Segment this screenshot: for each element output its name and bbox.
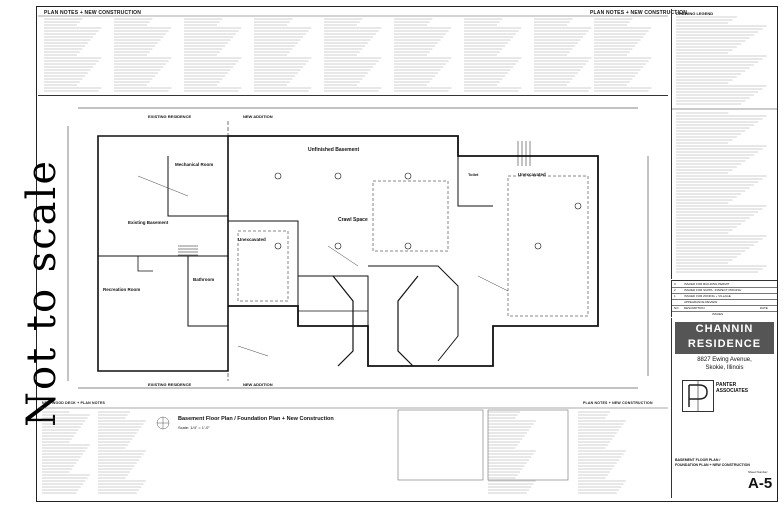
notes-text-lines [38, 15, 668, 92]
sheet-number: A-5 [748, 475, 773, 492]
bottom-notes-area: Basement Floor Plan / Foundation Plan + … [38, 398, 668, 498]
revision-date: DATE [760, 306, 768, 310]
label-existing-residence-top: EXISTING RESIDENCE [148, 114, 191, 119]
label-unexcavated-left: Unexcavated [238, 237, 266, 242]
revision-desc: APPEARANCE REVIEW [684, 300, 718, 304]
revisions-table: 3 ISSUED FOR BUILDING PERMIT 2 ISSUED FOR S… [671, 280, 777, 317]
plan-notes-band: PLAN NOTES + NEW CONSTRUCTION PLAN NOTES… [38, 9, 687, 96]
label-crawl-space: Crawl Space [338, 217, 368, 223]
label-recreation-room: Recreation Room [103, 287, 140, 292]
label-existing-residence-bottom: EXISTING RESIDENCE [148, 382, 191, 387]
project-name-line1: CHANNIN [695, 323, 754, 335]
label-toilet: Toilet [468, 172, 479, 177]
sheet-title-line1: BASEMENT FLOOR PLAN / [675, 458, 721, 462]
revision-desc: ISSUED FOR BUILDING PERMIT [684, 282, 730, 286]
label-bathroom: Bathroom [193, 277, 214, 282]
revision-row: 1 ISSUED FOR ZONING + VILLAGE [672, 293, 777, 300]
revision-no: 1 [674, 294, 676, 298]
notes-header-left: PLAN NOTES + NEW CONSTRUCTION [44, 10, 142, 16]
title-block: CHANNIN RESIDENCE 8827 Ewing Avenue, Sko… [671, 318, 777, 498]
bottom-right-header: PLAN NOTES + NEW CONSTRUCTION [583, 401, 653, 405]
sheet-title: BASEMENT FLOOR PLAN / FOUNDATION PLAN + … [675, 458, 774, 468]
firm-name: PANTER ASSOCIATES [716, 382, 748, 394]
revisions-footer: ISSUES [712, 312, 724, 316]
legend-title: DRAWING LEGEND [676, 11, 714, 16]
project-name-line2: RESIDENCE [687, 338, 762, 350]
address-line2: Skokie, Illinois [705, 365, 744, 371]
drawing-legend: DRAWING LEGEND [671, 9, 777, 279]
revision-desc: ISSUED FOR ZONING + VILLAGE [684, 294, 731, 298]
firm-name-line2: ASSOCIATES [716, 388, 749, 394]
sheet-number-label: Sheet Number: [748, 470, 769, 474]
firm-logo-icon [682, 380, 714, 412]
revision-desc: ISSUED FOR SUPPL. INSPECT PRICING [684, 288, 741, 292]
project-name: CHANNIN RESIDENCE [675, 322, 774, 354]
plan-scale: Scale: 1/4" = 1'-0" [178, 425, 210, 430]
firm-name-line1: PANTER [716, 382, 737, 388]
label-new-addition-bottom: NEW ADDITION [243, 382, 273, 387]
legend-lines [672, 16, 777, 273]
revision-row: 3 ISSUED FOR BUILDING PERMIT [672, 281, 777, 288]
revision-row: 2 ISSUED FOR SUPPL. INSPECT PRICING [672, 287, 777, 294]
revision-no: NO. [674, 306, 680, 310]
label-unexcavated-right: Unexcavated [518, 172, 546, 177]
floor-plan-drawing: EXISTING RESIDENCE NEW ADDITION Unfinish… [67, 107, 649, 389]
notes-header-right: PLAN NOTES + NEW CONSTRUCTION [590, 10, 688, 16]
sheet-border [36, 6, 778, 502]
label-mechanical-room: Mechanical Room [175, 162, 213, 167]
revision-row: NO. DESCRIPTION DATE [672, 305, 777, 312]
project-address: 8827 Ewing Avenue, Skokie, Illinois [675, 356, 774, 372]
bottom-notes-lines [38, 407, 668, 494]
revision-row: APPEARANCE REVIEW [672, 299, 777, 306]
revision-no: 2 [674, 288, 676, 292]
address-line1: 8827 Ewing Avenue, [697, 357, 752, 363]
bottom-left-header: NEW WOOD DECK + PLAN NOTES [42, 401, 106, 405]
label-new-addition-top: NEW ADDITION [243, 114, 273, 119]
label-existing-basement: Existing Basement [128, 220, 169, 225]
sheet-title-line2: FOUNDATION PLAN + NEW CONSTRUCTION [675, 463, 750, 467]
label-unfinished-basement: Unfinished Basement [308, 147, 359, 153]
revision-desc: DESCRIPTION [684, 306, 705, 310]
plan-title: Basement Floor Plan / Foundation Plan + … [178, 416, 334, 422]
revision-no: 3 [674, 282, 676, 286]
